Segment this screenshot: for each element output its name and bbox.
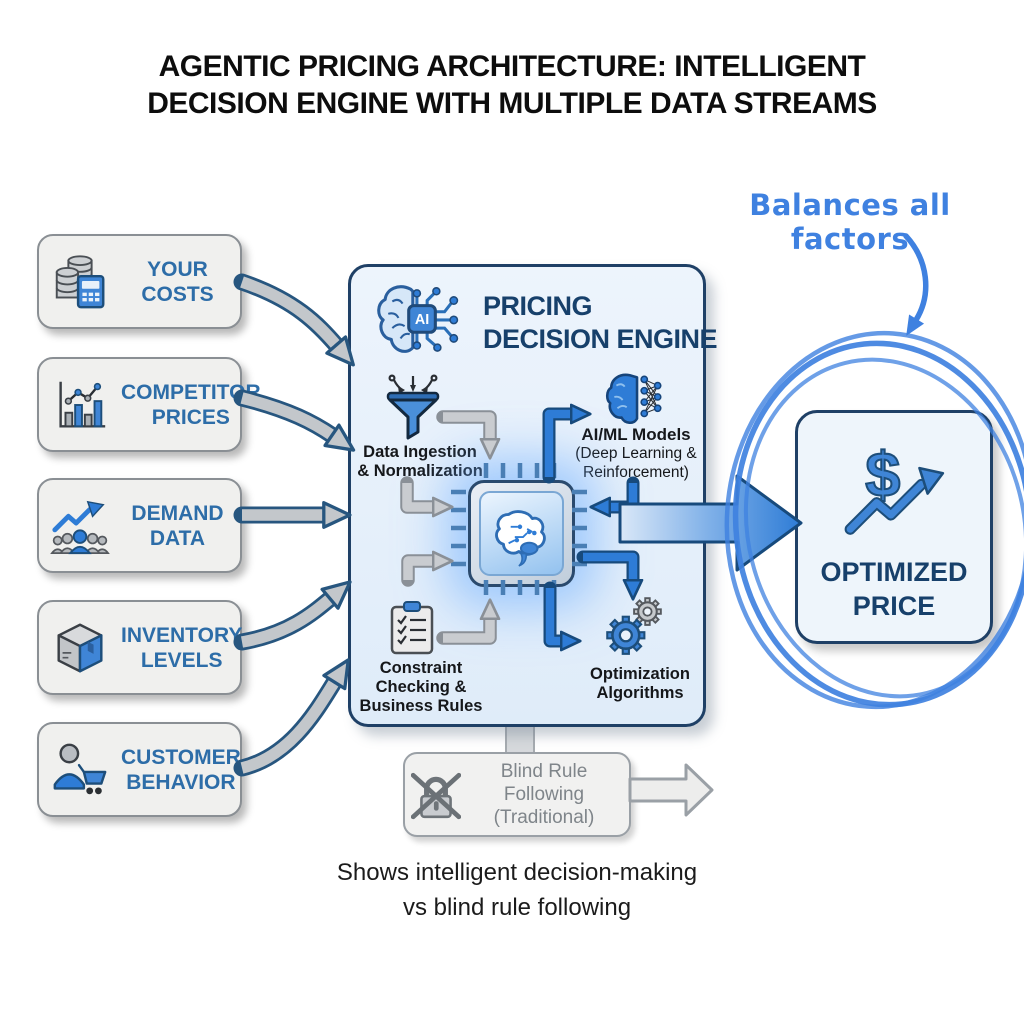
clipboard-checklist-icon: [390, 601, 434, 655]
module-constraint-checking: Constraint Checking & Business Rules: [359, 659, 483, 715]
blind-rule-label: Blind Rule Following(Traditional): [493, 761, 595, 828]
bar-chart-icon: [39, 374, 121, 436]
module-optimization: Optimization Algorithms: [590, 665, 690, 702]
module-aiml-models: AI/ML Models (Deep Learning & Reinforcem…: [575, 425, 697, 481]
module-data-ingestion: Data Ingestion & Normalization: [357, 443, 483, 480]
page-title: AGENTIC PRICING ARCHITECTURE: INTELLIGEN…: [0, 48, 1024, 122]
coins-calculator-icon: [39, 251, 121, 313]
crossed-lock-icon: [405, 769, 467, 821]
page-title-line2: DECISION ENGINE WITH MULTIPLE DATA STREA…: [147, 87, 877, 120]
package-box-icon: [39, 617, 121, 679]
funnel-icon: [386, 374, 440, 440]
gears-icon: [606, 597, 662, 655]
ai-chip-label: AI: [415, 312, 429, 328]
currency-symbol: $: [865, 441, 900, 511]
central-ai-chip: [468, 480, 575, 587]
neural-network-brain-icon: [605, 373, 662, 425]
ai-brain-chip-icon: AI: [377, 285, 459, 353]
trend-people-icon: [39, 495, 121, 557]
blind-rule-box: Blind Rule Following(Traditional): [403, 752, 631, 837]
balances-annotation: Balances all factors: [749, 188, 951, 256]
person-cart-icon: [39, 739, 121, 801]
chip-brain-icon: [479, 491, 564, 576]
traditional-outflow-arrow: [628, 763, 714, 817]
dollar-trend-icon: $: [844, 440, 945, 535]
input-arrows: [233, 273, 356, 777]
page-title-line1: AGENTIC PRICING ARCHITECTURE: INTELLIGEN…: [158, 50, 866, 83]
